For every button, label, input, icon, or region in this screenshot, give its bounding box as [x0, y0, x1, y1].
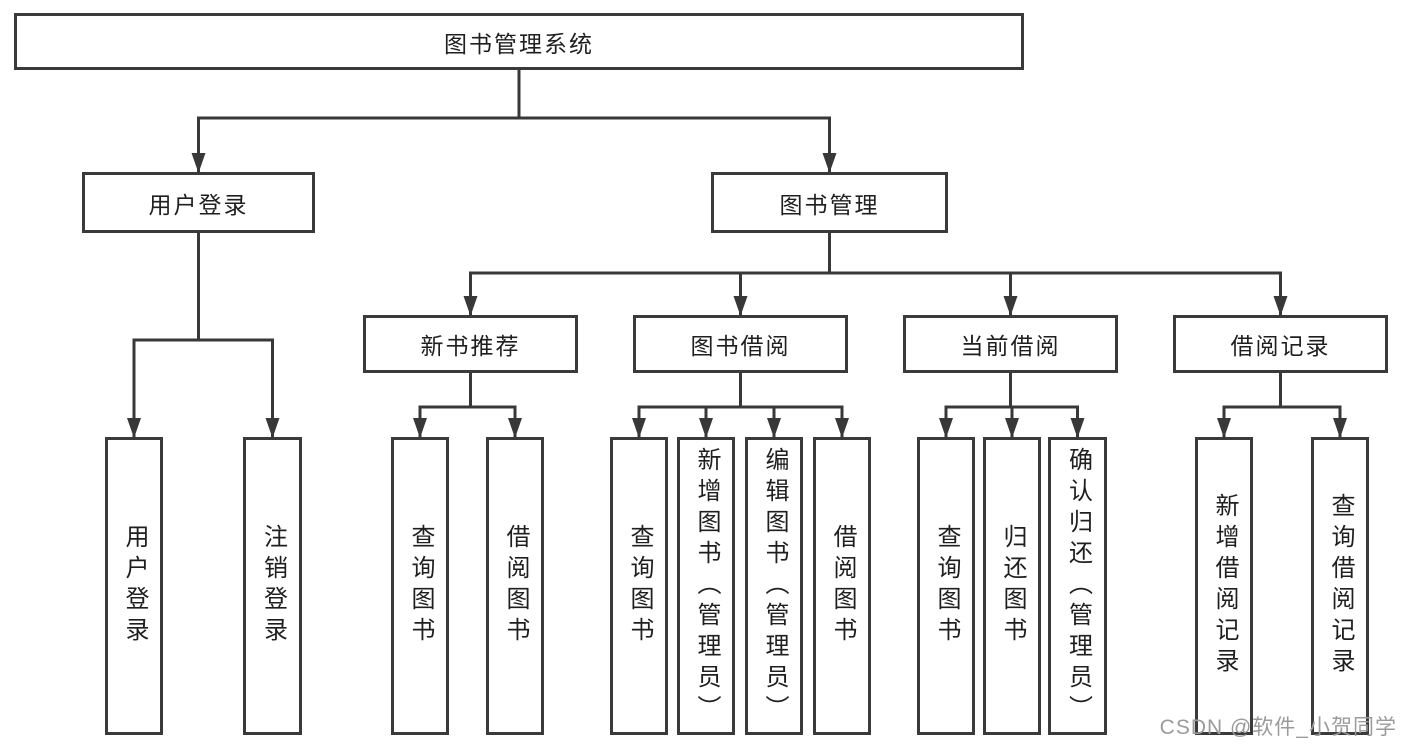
node-user-login: 用户登录 [82, 172, 315, 233]
node-logout: 注销登录 [243, 437, 302, 735]
node-query-borrow-record: 查询借阅记录 [1311, 437, 1369, 735]
node-root: 图书管理系统 [14, 13, 1024, 70]
node-user-login-action: 用户登录 [105, 437, 163, 735]
node-borrow-books-recommend: 借阅图书 [486, 437, 544, 735]
node-query-books-recommend: 查询图书 [391, 437, 449, 735]
node-query-books-current: 查询图书 [917, 437, 975, 735]
node-book-management: 图书管理 [711, 172, 948, 233]
node-return-books: 归还图书 [983, 437, 1041, 735]
node-query-books-borrowing: 查询图书 [610, 437, 668, 735]
node-confirm-return-admin: 确认归还（管理员） [1048, 437, 1107, 735]
node-borrowing-records: 借阅记录 [1173, 315, 1388, 373]
node-add-books-admin: 新增图书（管理员） [677, 437, 735, 735]
node-new-book-recommend: 新书推荐 [363, 315, 578, 373]
node-borrow-books: 借阅图书 [813, 437, 871, 735]
node-add-borrow-record: 新增借阅记录 [1195, 437, 1253, 735]
node-current-borrowing: 当前借阅 [903, 315, 1118, 373]
node-book-borrowing: 图书借阅 [633, 315, 848, 373]
node-edit-books-admin: 编辑图书（管理员） [745, 437, 803, 735]
